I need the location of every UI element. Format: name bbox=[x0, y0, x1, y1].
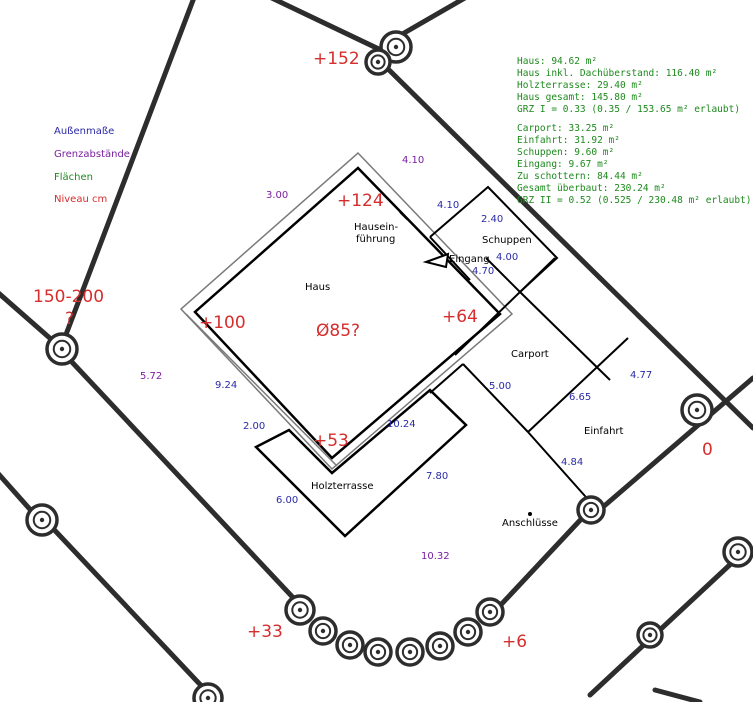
level-top: +152 bbox=[313, 49, 360, 69]
survey-node-center bbox=[465, 629, 471, 635]
dim-5-00: 5.00 bbox=[489, 381, 511, 392]
label-holzterrasse: Holzterrasse bbox=[311, 481, 374, 492]
area-line: Gesamt überbaut: 230.24 m² bbox=[517, 183, 666, 194]
survey-node-center bbox=[59, 346, 65, 352]
house-outline bbox=[193, 166, 502, 460]
dim-9-24: 9.24 bbox=[215, 380, 237, 391]
label-anschluesse: Anschlüsse bbox=[502, 518, 558, 529]
dist-10-32: 10.32 bbox=[421, 551, 450, 562]
dim-6-65: 6.65 bbox=[569, 392, 591, 403]
label-hauseinfuehrung-2: führung bbox=[356, 234, 395, 245]
label-einfahrt: Einfahrt bbox=[584, 426, 624, 437]
level-house-left: +100 bbox=[199, 313, 246, 333]
survey-node-center bbox=[487, 609, 493, 615]
area-line: Eingang: 9.67 m² bbox=[517, 159, 609, 170]
survey-node-center bbox=[694, 407, 700, 413]
survey-node-center bbox=[375, 59, 381, 65]
label-schuppen: Schuppen bbox=[482, 235, 532, 246]
survey-node-center bbox=[39, 517, 45, 523]
area-line: Haus: 94.62 m² bbox=[517, 56, 597, 67]
survey-node-center bbox=[297, 607, 303, 613]
roof-overhang-outline bbox=[179, 151, 514, 471]
area-line: GRZ I = 0.33 (0.35 / 153.65 m² erlaubt) bbox=[517, 104, 740, 115]
dim-4-77: 4.77 bbox=[630, 370, 652, 381]
dim-4-10-b: 4.10 bbox=[437, 200, 459, 211]
entrance-arrow bbox=[422, 252, 450, 269]
survey-node-center bbox=[735, 549, 741, 555]
level-house-bottom: +53 bbox=[313, 431, 349, 451]
label-haus: Haus bbox=[305, 282, 330, 293]
label-carport: Carport bbox=[511, 349, 549, 360]
holzterrasse-outline bbox=[253, 388, 468, 538]
outer-dimensions: 4.10 2.40 4.00 4.70 9.24 2.00 10.24 5.00… bbox=[215, 200, 652, 506]
dist-3-00: 3.00 bbox=[266, 190, 288, 201]
area-line: Einfahrt: 31.92 m² bbox=[517, 135, 620, 146]
survey-node-center bbox=[393, 44, 399, 50]
survey-node-center bbox=[320, 628, 326, 634]
label-hauseinfuehrung-1: Hausein- bbox=[354, 222, 398, 233]
area-line: Haus inkl. Dachüberstand: 116.40 m² bbox=[517, 68, 717, 79]
dim-2-00: 2.00 bbox=[243, 421, 265, 432]
dim-4-84: 4.84 bbox=[561, 457, 583, 468]
legend-flaechen: Flächen bbox=[54, 172, 93, 183]
level-left-unknown: ? bbox=[65, 309, 74, 329]
dim-7-80: 7.80 bbox=[426, 471, 448, 482]
level-bottom-right: +6 bbox=[502, 632, 527, 652]
legend: Außenmaße Grenzabstände Flächen Niveau c… bbox=[54, 126, 130, 205]
dim-4-70: 4.70 bbox=[472, 266, 494, 277]
diameter-label: Ø85? bbox=[316, 321, 360, 341]
area-line: Schuppen: 9.60 m² bbox=[517, 147, 614, 158]
area-line: Haus gesamt: 145.80 m² bbox=[517, 92, 643, 103]
survey-node-center bbox=[588, 507, 594, 513]
area-line: Carport: 33.25 m² bbox=[517, 123, 614, 134]
level-house-top: +124 bbox=[337, 191, 384, 211]
area-line: Zu schottern: 84.44 m² bbox=[517, 171, 643, 182]
outbuildings bbox=[429, 185, 629, 506]
object-labels: Haus Hausein- führung Eingang Schuppen C… bbox=[305, 222, 624, 529]
survey-node-center bbox=[375, 649, 381, 655]
area-line: GRZ II = 0.52 (0.525 / 230.48 m² erlaubt… bbox=[517, 195, 752, 206]
dim-2-40: 2.40 bbox=[481, 214, 503, 225]
survey-node-center bbox=[437, 643, 443, 649]
boundary-distances: 4.10 3.00 5.72 10.32 bbox=[140, 155, 450, 562]
dist-5-72: 5.72 bbox=[140, 371, 162, 382]
survey-node-center bbox=[347, 642, 353, 648]
level-house-right: +64 bbox=[442, 307, 478, 327]
level-bottom-left: +33 bbox=[247, 622, 283, 642]
survey-node-center bbox=[205, 695, 211, 701]
anschluss-point bbox=[528, 512, 532, 516]
levels: +152 150-200 ? +124 +100 +64 +53 0 +33 +… bbox=[33, 49, 713, 652]
level-left-range: 150-200 bbox=[33, 287, 104, 307]
survey-node-center bbox=[407, 649, 413, 655]
legend-aussenmasse: Außenmaße bbox=[54, 126, 114, 137]
dist-4-10-a: 4.10 bbox=[402, 155, 424, 166]
legend-grenzabstaende: Grenzabstände bbox=[54, 149, 130, 160]
survey-node-center bbox=[647, 632, 653, 638]
label-eingang: Eingang bbox=[449, 254, 490, 265]
survey-nodes bbox=[25, 30, 753, 702]
area-line: Holzterrasse: 29.40 m² bbox=[517, 80, 643, 91]
level-right: 0 bbox=[702, 440, 713, 460]
legend-niveau: Niveau cm bbox=[54, 194, 107, 205]
area-summary: Haus: 94.62 m² Haus inkl. Dachüberstand:… bbox=[517, 56, 752, 206]
dim-4-00: 4.00 bbox=[496, 252, 518, 263]
dim-6-00: 6.00 bbox=[276, 495, 298, 506]
dim-10-24: 10.24 bbox=[387, 419, 416, 430]
